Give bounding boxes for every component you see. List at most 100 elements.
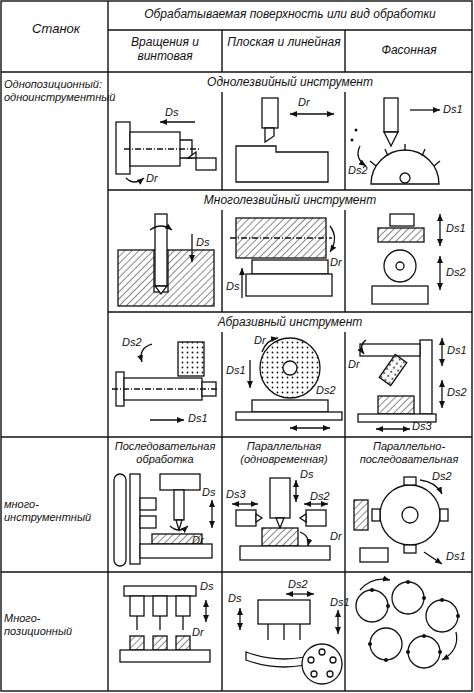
motion-label: Ds1: [446, 222, 466, 235]
sequential-machining-sketch-part: [140, 516, 156, 528]
rotor-line-sketch-part: [384, 658, 388, 662]
column-header: Вращения и винтовая: [112, 36, 218, 64]
motion-label: Ds1: [330, 596, 350, 609]
profile-grinding-sketch-part: [360, 344, 420, 356]
lathe-sketch-part: [188, 152, 196, 158]
profile-grinding-sketch-part: [441, 338, 442, 366]
table-grid-part: [107, 1, 108, 691]
lathe-sketch-part: [124, 148, 200, 149]
parallel-machining-sketch-part: [236, 510, 256, 526]
parallel-machining-sketch-part: [270, 478, 290, 518]
turret-sketch-part: [424, 552, 442, 564]
planer-sketch-part: [265, 128, 274, 142]
form-milling-sketch-part: [384, 250, 416, 282]
surface-grinding-sketch: [236, 338, 342, 428]
multi-position-line-sketch-part: [124, 586, 196, 596]
motion-label: Dr: [146, 172, 158, 185]
motion-label: Ds: [200, 580, 213, 593]
motion-label: Ds2: [348, 164, 368, 177]
lathe-sketch: [116, 122, 216, 182]
parallel-machining-sketch-part: [295, 480, 296, 502]
rotary-table-sketch-part: [286, 593, 314, 594]
motion-label: Dr: [254, 334, 266, 347]
drilling-sketch-part: [191, 234, 192, 262]
profile-grinding-sketch-part: [420, 340, 432, 414]
multi-position-line-sketch-part: [153, 636, 167, 650]
parallel-machining-sketch-part: [276, 518, 284, 528]
multi-position-line-sketch-part: [176, 596, 190, 616]
motion-label: Dr: [348, 358, 360, 371]
rotor-line-sketch-part: [406, 580, 410, 584]
turret-sketch-part: [354, 500, 368, 530]
rotor-line-sketch-part: [442, 632, 457, 660]
rotor-line-sketch-part: [422, 634, 426, 638]
sequential-machining-sketch: [114, 474, 212, 566]
table-grid-part: [221, 332, 222, 691]
surface-grinding-sketch-part: [249, 360, 250, 388]
parallel-machining-sketch-part: [256, 514, 262, 522]
form-milling-sketch-part: [439, 256, 440, 290]
milling-sketch-part: [246, 274, 332, 296]
parallel-machining-sketch: [232, 478, 330, 560]
motion-label: Dr: [192, 534, 204, 547]
motion-label: Ds2: [316, 384, 336, 397]
planer-sketch-part: [236, 146, 328, 182]
motion-label: Ds1: [443, 103, 463, 116]
parallel-machining-sketch-part: [300, 532, 308, 546]
rotary-table-sketch-part: [337, 610, 338, 634]
sequential-machining-sketch-part: [140, 544, 212, 558]
profile-cutting-sketch-part: [384, 98, 398, 132]
profile-grinding-sketch-part: [378, 396, 414, 414]
table-grid-part: [108, 29, 472, 30]
motion-label: Ds2: [122, 336, 142, 349]
profile-cutting-sketch-part: [410, 109, 440, 110]
multi-position-line-sketch-part: [176, 636, 190, 650]
milling-sketch-part: [330, 226, 335, 252]
profile-cutting-sketch-part: [371, 150, 439, 184]
sequential-machining-sketch-part: [114, 474, 126, 566]
cylindrical-grinding-sketch-part: [178, 342, 204, 376]
motion-label: Ds1: [447, 344, 467, 357]
rotary-table-sketch-part: [299, 624, 300, 640]
table-grid-part: [221, 92, 222, 190]
cylindrical-grinding-sketch-part: [150, 419, 184, 420]
row-header: Много- позиционный: [4, 612, 104, 637]
cylindrical-grinding-sketch-part: [112, 388, 218, 389]
parallel-machining-sketch-part: [304, 503, 328, 504]
rotor-line-sketch-part: [426, 600, 458, 632]
multi-position-line-sketch-part: [153, 596, 167, 616]
motion-label: Ds2: [447, 386, 467, 399]
parallel-machining-sketch-part: [306, 510, 326, 526]
rotary-table-sketch-part: [258, 600, 310, 624]
milling-sketch-part: [230, 237, 332, 238]
motion-label: Ds3: [226, 488, 246, 501]
motion-label: Dr: [192, 626, 204, 639]
lathe-sketch-part: [160, 121, 195, 122]
form-milling-sketch-part: [378, 228, 424, 242]
multi-position-line-sketch: [120, 586, 210, 662]
rotary-table-sketch-part: [302, 644, 342, 684]
table-grid-part: [221, 30, 222, 72]
turret-sketch-part: [404, 477, 416, 485]
section-header: Параллельно- последовательная: [347, 440, 471, 465]
cylindrical-grinding-sketch-part: [141, 344, 152, 362]
table-grid-part: [108, 311, 472, 312]
surface-grinding-sketch-part: [290, 427, 330, 428]
motion-label: Dr: [298, 96, 310, 109]
table-grid-part: [344, 30, 345, 72]
profile-cutting-sketch-part: [358, 146, 366, 166]
multi-position-line-sketch-part: [130, 636, 144, 650]
profile-grinding-sketch-part: [361, 340, 366, 354]
rotor-line-sketch-part: [422, 596, 426, 600]
row-header: много- инструментный: [4, 498, 104, 523]
turret-sketch-part: [380, 485, 440, 545]
lathe-sketch-part: [126, 178, 144, 182]
table-grid-part: [1, 436, 472, 437]
motion-label: Ds: [165, 106, 178, 119]
row-header: Однопозиционный: одноинструментный: [4, 78, 106, 103]
rotor-line-sketch-part: [370, 588, 374, 592]
section-header: Многолезвийный инструмент: [112, 194, 468, 208]
section-header: Параллельная (одновременная): [224, 440, 344, 465]
profile-cutting-sketch-part: [370, 144, 440, 166]
turret-sketch-part: [440, 509, 448, 521]
